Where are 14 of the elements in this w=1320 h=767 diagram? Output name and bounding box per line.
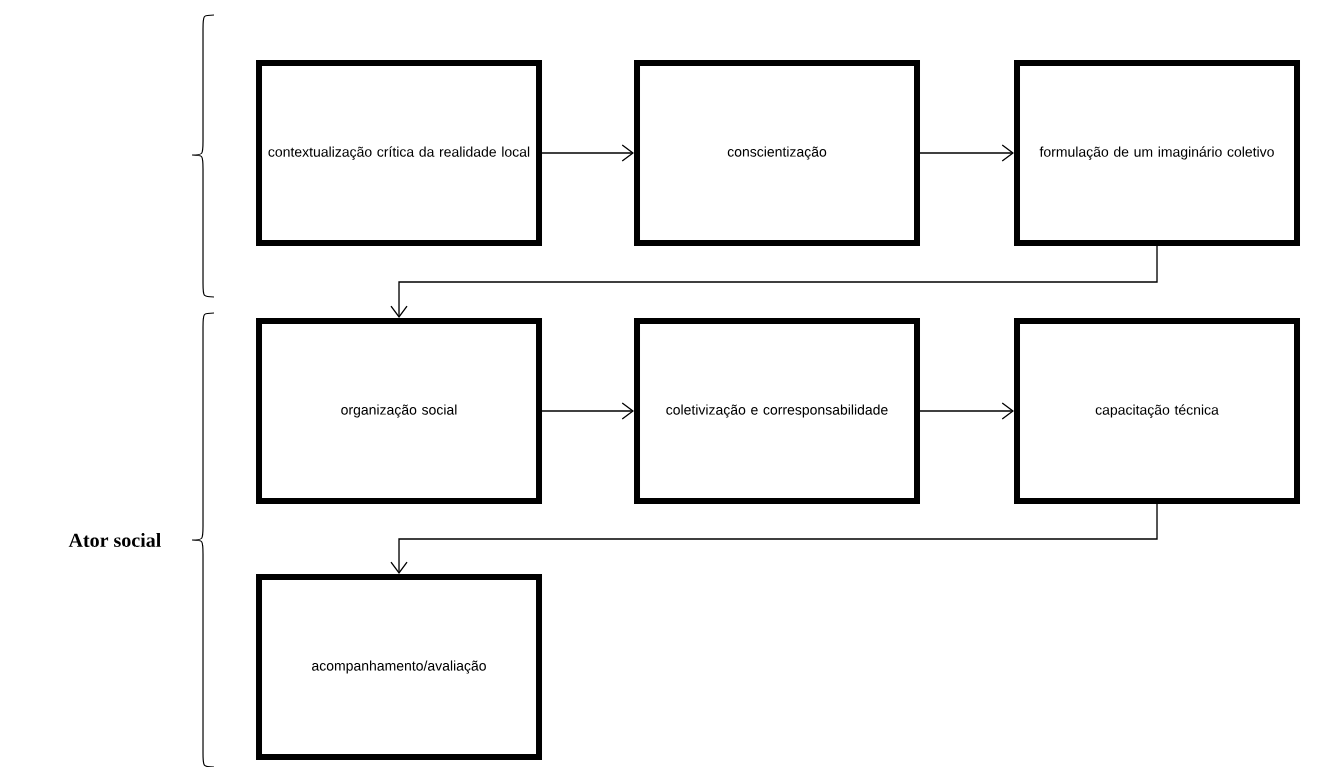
arrow bbox=[919, 402, 1014, 420]
arrow bbox=[390, 503, 1158, 574]
process-box: capacitação técnica bbox=[1014, 318, 1300, 504]
process-box: organização social bbox=[256, 318, 542, 504]
arrow bbox=[541, 402, 634, 420]
arrow bbox=[390, 245, 1158, 318]
process-box: coletivização e corresponsabilidade bbox=[634, 318, 920, 504]
arrow bbox=[541, 144, 634, 162]
arrow bbox=[919, 144, 1014, 162]
process-box: acompanhamento/avaliação bbox=[256, 574, 542, 760]
process-box: formulação de um imaginário coletivo bbox=[1014, 60, 1300, 246]
process-box: contextualização crítica da realidade local bbox=[256, 60, 542, 246]
side-label: Ator social bbox=[68, 532, 161, 547]
process-box: conscientização bbox=[634, 60, 920, 246]
